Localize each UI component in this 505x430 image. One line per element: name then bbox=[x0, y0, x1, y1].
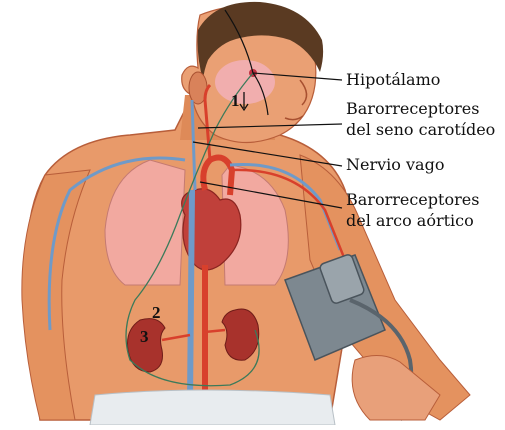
label-nervio-vago: Nervio vago bbox=[346, 155, 444, 174]
label-baro-arco-line1: Barorreceptores bbox=[346, 190, 479, 209]
waist-cloth bbox=[90, 390, 335, 425]
label-baro-seno-line1: Barorreceptores bbox=[346, 99, 479, 118]
right-kidney bbox=[222, 309, 259, 360]
number-3: 3 bbox=[140, 327, 149, 346]
number-2: 2 bbox=[152, 303, 161, 322]
label-baro-seno-line2: del seno carotídeo bbox=[346, 120, 495, 139]
label-baro-arco-line2: del arco aórtico bbox=[346, 211, 474, 230]
number-1: 1 bbox=[231, 91, 240, 110]
label-hipotalamo: Hipotálamo bbox=[346, 70, 440, 89]
vena-cava bbox=[190, 190, 192, 400]
